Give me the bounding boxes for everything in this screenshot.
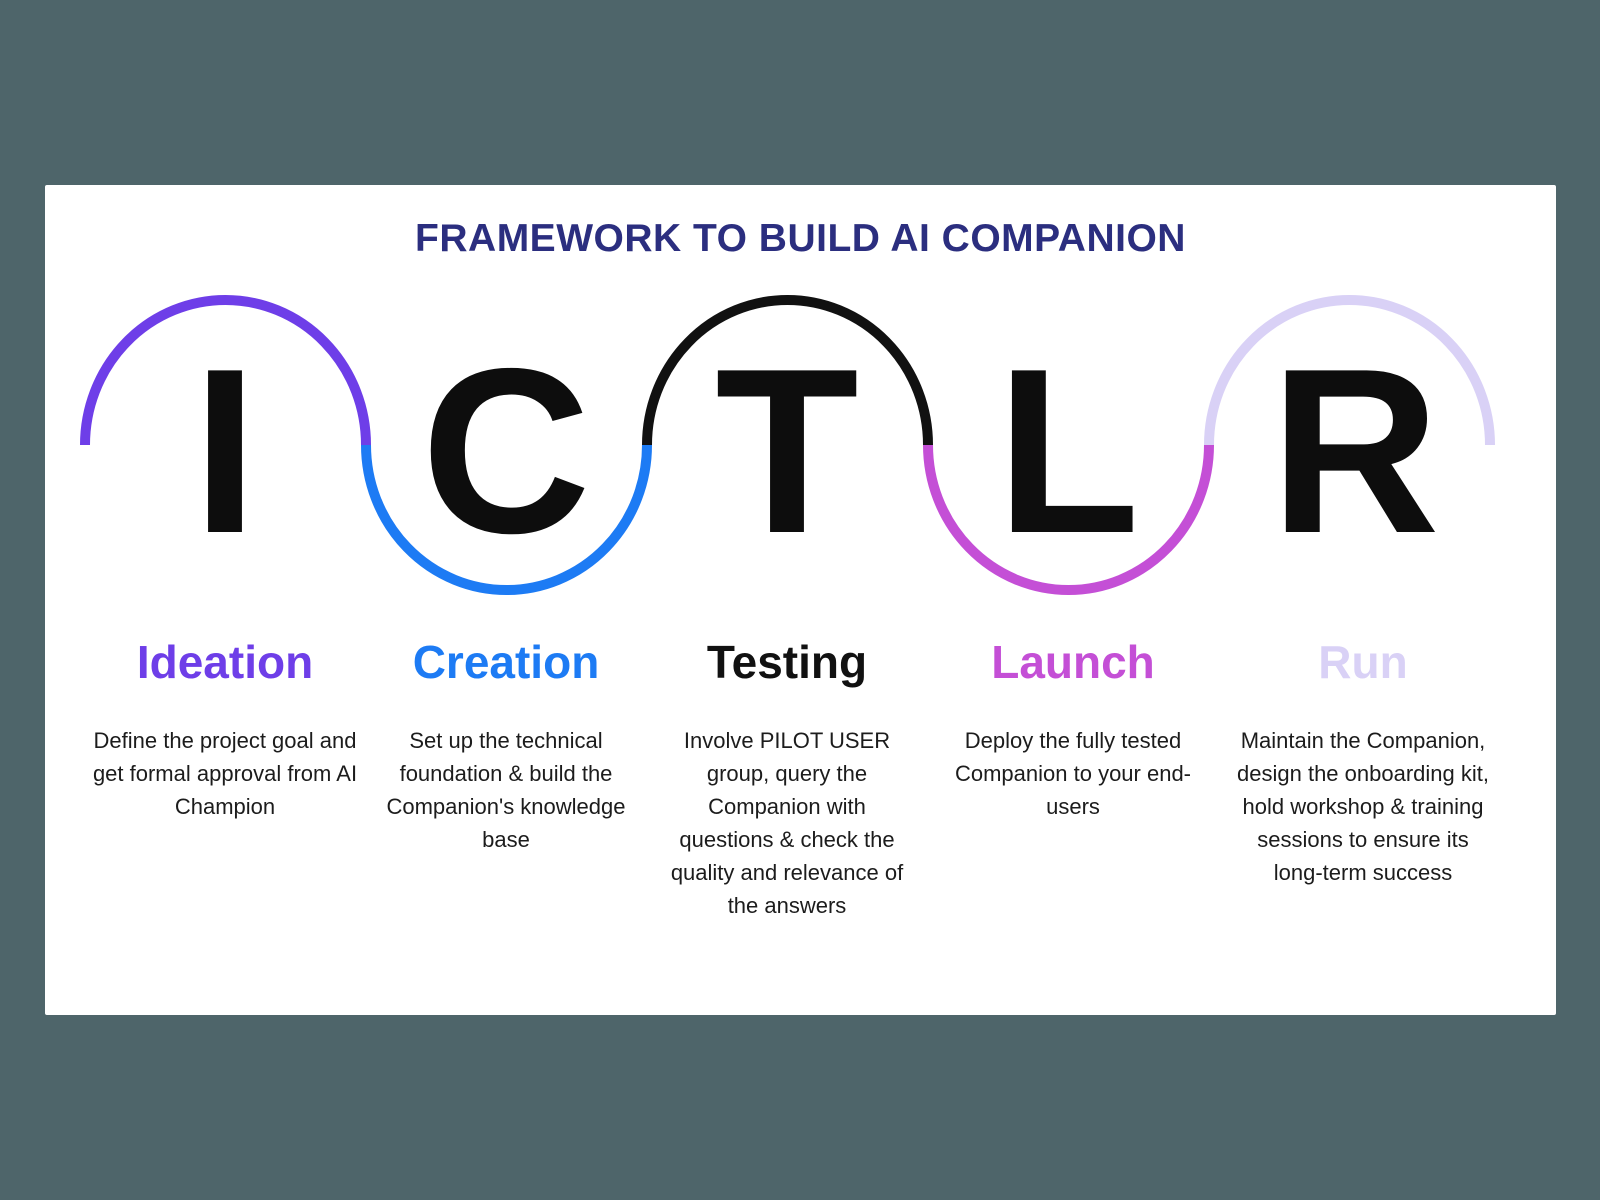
stage-letter-run: R [1270,319,1440,582]
stage-column-testing: Testing Involve PILOT USER group, query … [668,637,906,922]
stage-column-creation: Creation Set up the technical foundation… [377,637,635,856]
stage-letter-testing: T [715,319,859,582]
stage-label-run: Run [1318,636,1408,688]
stage-description-creation: Set up the technical foundation & build … [386,727,626,852]
stage-letter-ideation: I [192,319,258,582]
page-title: FRAMEWORK TO BUILD AI COMPANION [415,217,1186,260]
stage-label-launch: Launch [991,636,1155,688]
stage-description-ideation: Define the project goal and get formal a… [92,727,358,819]
stage-column-run: Run Maintain the Companion, design the o… [1237,637,1489,889]
stage-description-run: Maintain the Companion, design the onboa… [1237,727,1489,885]
stage-label-creation: Creation [412,636,600,688]
stage-description-launch: Deploy the fully tested Companion to you… [954,727,1192,819]
stage-column-launch: Launch Deploy the fully tested Companion… [935,637,1211,823]
stage-label-testing: Testing [706,636,868,688]
stage-label-ideation: Ideation [136,636,314,688]
stage-letter-launch: L [996,319,1140,582]
stage-letter-creation: C [421,319,591,582]
stage-column-ideation: Ideation Define the project goal and get… [89,637,361,823]
framework-card: FRAMEWORK TO BUILD AI COMPANION I C T L … [45,185,1556,1015]
stage-description-testing: Involve PILOT USER group, query the Comp… [670,727,904,918]
